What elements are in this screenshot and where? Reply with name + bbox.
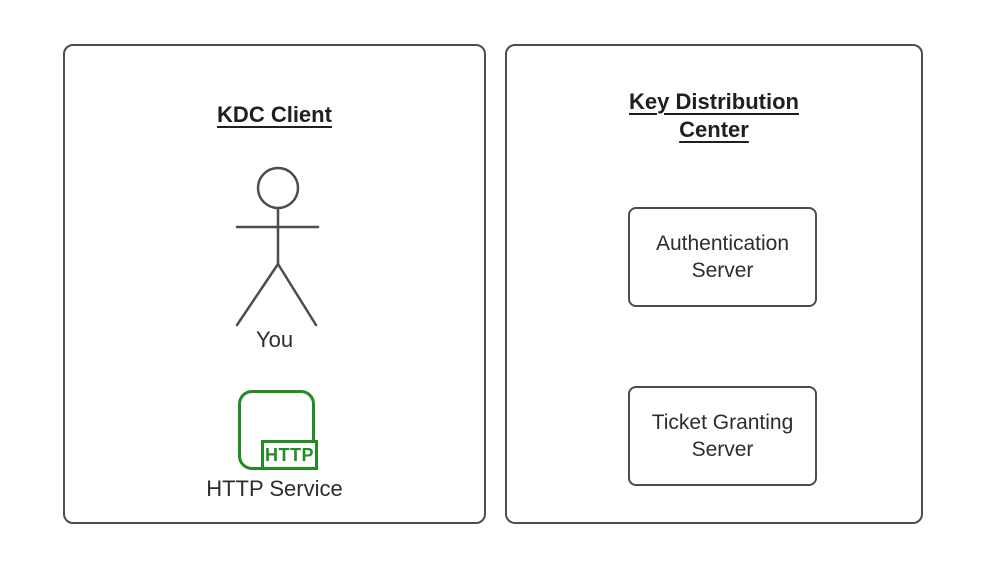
key-distribution-center-panel: Key Distribution Center Authentication S…	[505, 44, 923, 524]
http-badge: HTTP	[261, 440, 318, 470]
kdc-client-title: KDC Client	[217, 102, 332, 127]
ticket-granting-server-box: Ticket Granting Server	[628, 386, 817, 486]
kdc-client-panel: KDC Client You HTTP HTTP Service	[63, 44, 486, 524]
http-service-icon: HTTP	[238, 390, 318, 470]
actor-label: You	[255, 327, 294, 352]
key-distribution-center-title: Key Distribution Center	[629, 89, 799, 142]
http-service-label: HTTP Service	[206, 476, 343, 501]
stick-figure-icon	[235, 166, 320, 327]
authentication-server-box: Authentication Server	[628, 207, 817, 307]
